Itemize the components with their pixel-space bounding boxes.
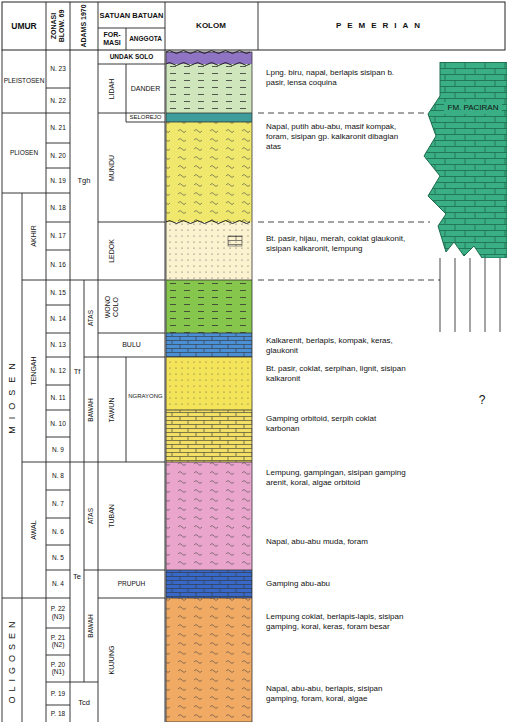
zone-label: N. 9 — [47, 446, 70, 454]
formation-block: FM. PACIRAN — [420, 62, 507, 258]
formation-name: BULU — [122, 341, 141, 349]
unknown-mark: ? — [479, 393, 486, 407]
formation-name: WONO COLO — [104, 292, 121, 322]
adams-subunit: BAWAH — [87, 398, 95, 421]
column-header: UMUR — [11, 21, 37, 31]
unknown-extent-lines — [440, 258, 500, 332]
zone-label: P. 18 — [47, 710, 70, 718]
column-header: SATUAN BATUAN — [100, 11, 164, 20]
zone-label: N. 23 — [47, 65, 70, 73]
column-header: ANGGOTA — [129, 35, 162, 43]
member-name: NGRAYONG — [128, 393, 163, 400]
lithology-description: Napal, putih abu-abu, masif kompak, fora… — [266, 122, 408, 152]
lithology-description: Kalkarenit, berlapis, kompak, keras, gla… — [266, 336, 408, 356]
column-header: FOR- MASI — [99, 31, 125, 48]
formation-name: KUJUNG — [108, 646, 116, 675]
adams-subunit: ATAS — [87, 310, 95, 326]
zone-label: N. 4 — [47, 580, 70, 588]
zone-label: P. 19 — [47, 690, 70, 698]
zone-label: N. 13 — [47, 341, 70, 349]
zone-label: N. 19 — [47, 177, 70, 185]
lithology-description: Lempung coklat, berlapis-lapis, sisipan … — [266, 612, 408, 632]
zone-label: N. 6 — [47, 528, 70, 536]
formation-name: PRUPUH — [118, 580, 145, 588]
adams-unit: Tf — [74, 367, 81, 376]
zone-label: N. 22 — [47, 97, 70, 105]
lithology-description: Bt. pasir, coklat, serpihan, lignit, sis… — [266, 364, 408, 384]
zone-label: N. 8 — [47, 472, 70, 480]
zone-label: N. 14 — [47, 315, 70, 323]
lithology-description: Gamping abu-abu — [266, 579, 408, 589]
lithology-description: Lempung, gampingan, sisipan gamping aren… — [266, 468, 408, 488]
zone-label: N. 16 — [47, 261, 70, 269]
epoch-label: PLEISTOSEN — [4, 77, 45, 85]
table-grid — [2, 2, 258, 722]
formation-name: UNDAK SOLO — [110, 53, 154, 61]
lithology-fill — [166, 52, 252, 722]
unconformity-line — [166, 51, 250, 224]
header-frame — [2, 2, 505, 50]
zone-label: N. 15 — [47, 289, 70, 297]
adams-unit: Te — [73, 572, 81, 581]
zone-label: N. 11 — [47, 394, 70, 402]
zone-label: P. 20 (N1) — [47, 661, 70, 677]
subepoch-label: AWAL — [30, 520, 38, 539]
member-name: SELOREJO — [129, 114, 161, 121]
member-name: DANDER — [131, 84, 161, 92]
zone-label: N. 21 — [47, 124, 70, 132]
column-header: KOLOM — [196, 21, 226, 31]
column-header: ADAMS 1970 — [80, 4, 88, 48]
epoch-label: PLIOSEN — [10, 149, 38, 157]
boundary-dashed-line — [258, 113, 440, 280]
column-header: ZONASI BLOW. 69 — [50, 4, 67, 48]
formation-name: TAWUN — [108, 397, 116, 422]
formation-label: FM. PACIRAN — [444, 102, 502, 114]
formation-name: MUNDU — [108, 154, 116, 180]
epoch-label: OLIGOSEN — [7, 616, 18, 703]
zone-label: N. 7 — [47, 500, 70, 508]
lithology-description: Bt. pasir, hijau, merah, coklat glaukoni… — [266, 234, 408, 254]
column-header: PEMERIAN — [336, 21, 426, 31]
epoch-label: MIOSEN — [7, 356, 18, 434]
formation-name: TUBAN — [108, 504, 116, 528]
zone-label: N. 5 — [47, 554, 70, 562]
adams-unit: Tgh — [78, 176, 91, 185]
limestone-outline — [420, 62, 507, 258]
zone-label: N. 20 — [47, 152, 70, 160]
subepoch-label: TENGAH — [30, 356, 38, 385]
zone-label: N. 18 — [47, 204, 70, 212]
zone-label: N. 12 — [47, 367, 70, 375]
zone-label: N. 10 — [47, 420, 70, 428]
adams-subunit: ATAS — [87, 508, 95, 524]
adams-subunit: BAWAH — [87, 614, 95, 637]
lithology-description: Napal, abu-abu, berlapis, sisipan gampin… — [266, 684, 408, 704]
lithology-description: Lpng. biru, napal, berlapis sisipan b. p… — [266, 68, 408, 88]
formation-name: LEDOK — [108, 239, 116, 263]
zone-label: P. 22 (N3) — [47, 605, 70, 621]
lithology-description: Napal, abu-abu muda, foram — [266, 537, 408, 547]
zone-label: P. 21 (N2) — [47, 634, 70, 650]
zone-label: N. 17 — [47, 232, 70, 240]
lithology-description: Gamping orbitoid, serpih coklat karbonan — [266, 414, 408, 434]
formation-name: LIDAH — [108, 78, 116, 99]
adams-unit: Tcd — [78, 698, 90, 707]
subepoch-label: AKHIR — [30, 225, 38, 246]
